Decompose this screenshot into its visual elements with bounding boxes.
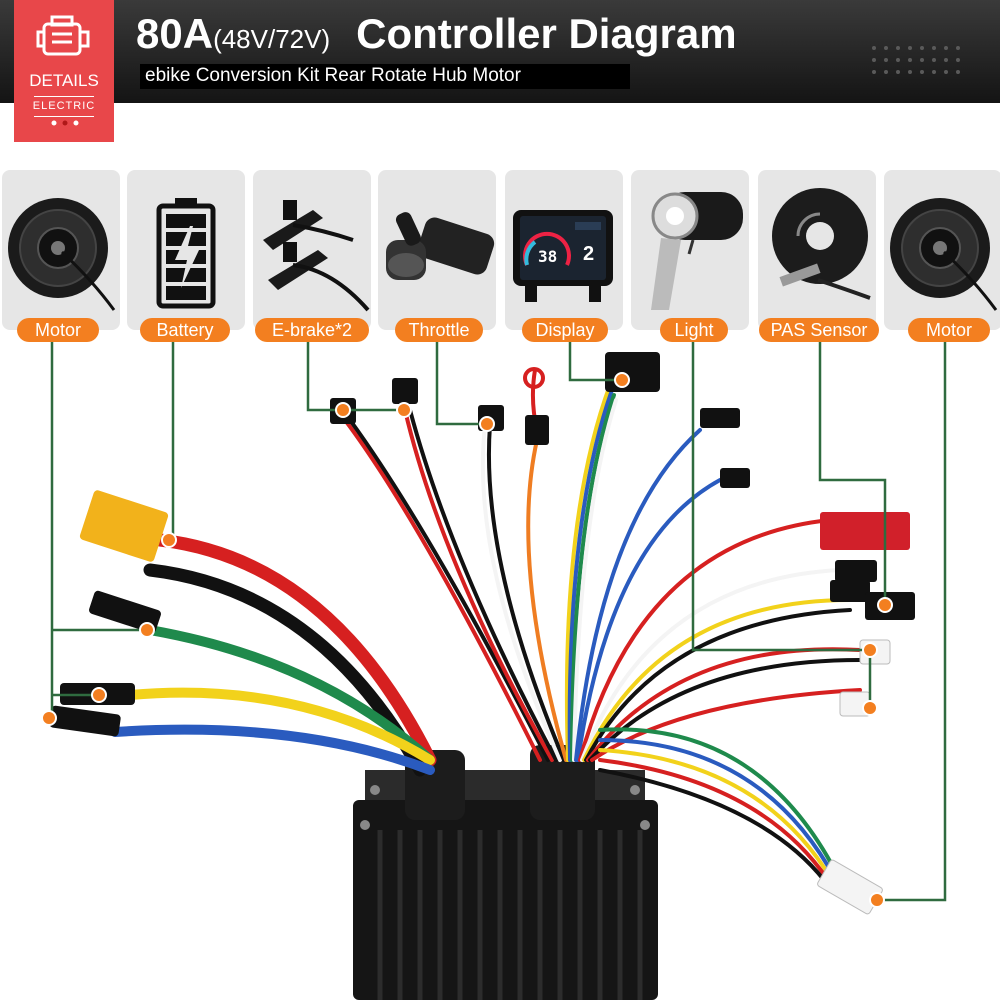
component-card-display: 38 2 <box>505 170 623 330</box>
phase-connector <box>89 590 161 634</box>
title-amperage: 80A <box>136 10 214 57</box>
guide-lines <box>50 342 947 902</box>
subtitle-bar <box>140 64 630 89</box>
headlight-icon <box>651 192 743 310</box>
details-badge: DETAILS ELECTRIC <box>14 0 114 142</box>
label-motor: Motor <box>17 318 99 342</box>
hub-motor-icon <box>890 198 998 311</box>
xt90-battery-connector <box>79 490 169 562</box>
hub-motor-icon <box>8 198 116 311</box>
pas-connector-red <box>820 512 910 550</box>
page-title: 80A(48V/72V) Controller Diagram <box>136 10 737 64</box>
title-controller-diagram: Controller Diagram <box>356 10 737 57</box>
display-gear-value: 2 <box>583 243 594 265</box>
component-card-motor <box>2 170 120 330</box>
component-card-light <box>631 170 749 330</box>
label-battery: Battery <box>140 318 230 342</box>
label-motor-2: Motor <box>908 318 990 342</box>
component-card-battery <box>127 170 245 330</box>
badge-electric-label: ELECTRIC <box>32 100 96 112</box>
component-card-pas-sensor <box>758 170 876 330</box>
badge-divider <box>34 96 94 97</box>
label-ebrake: E-brake*2 <box>255 318 369 342</box>
display-icon: 38 2 <box>513 210 613 302</box>
label-pas-sensor: PAS Sensor <box>759 318 879 342</box>
connection-markers <box>41 372 893 908</box>
display-connector <box>605 352 660 392</box>
badge-details-label: DETAILS <box>29 71 99 90</box>
throttle-icon <box>386 212 495 280</box>
title-voltage: (48V/72V) <box>213 24 331 54</box>
brake-lever-icon <box>263 200 370 312</box>
power-wires <box>110 533 437 777</box>
label-display: Display <box>522 318 608 342</box>
controller-box <box>353 745 658 1000</box>
brake-connector <box>392 378 418 404</box>
phase-connector <box>49 705 121 737</box>
label-throttle: Throttle <box>395 318 483 342</box>
badge-dots-icon <box>51 120 79 126</box>
display-speed-value: 38 <box>538 247 557 266</box>
component-card-motor-2 <box>884 170 1000 330</box>
engine-logo-icon <box>36 15 90 56</box>
subtitle: ebike Conversion Kit Rear Rotate Hub Mot… <box>145 65 521 86</box>
light-power-connector <box>525 415 549 445</box>
pas-sensor-icon <box>772 188 871 300</box>
component-card-throttle <box>378 170 496 330</box>
label-light: Light <box>660 318 728 342</box>
component-card-ebrake <box>253 170 371 330</box>
key-loop <box>523 367 545 389</box>
badge-divider <box>34 116 94 117</box>
decorative-dot-grid <box>872 46 960 74</box>
battery-icon <box>156 198 216 309</box>
